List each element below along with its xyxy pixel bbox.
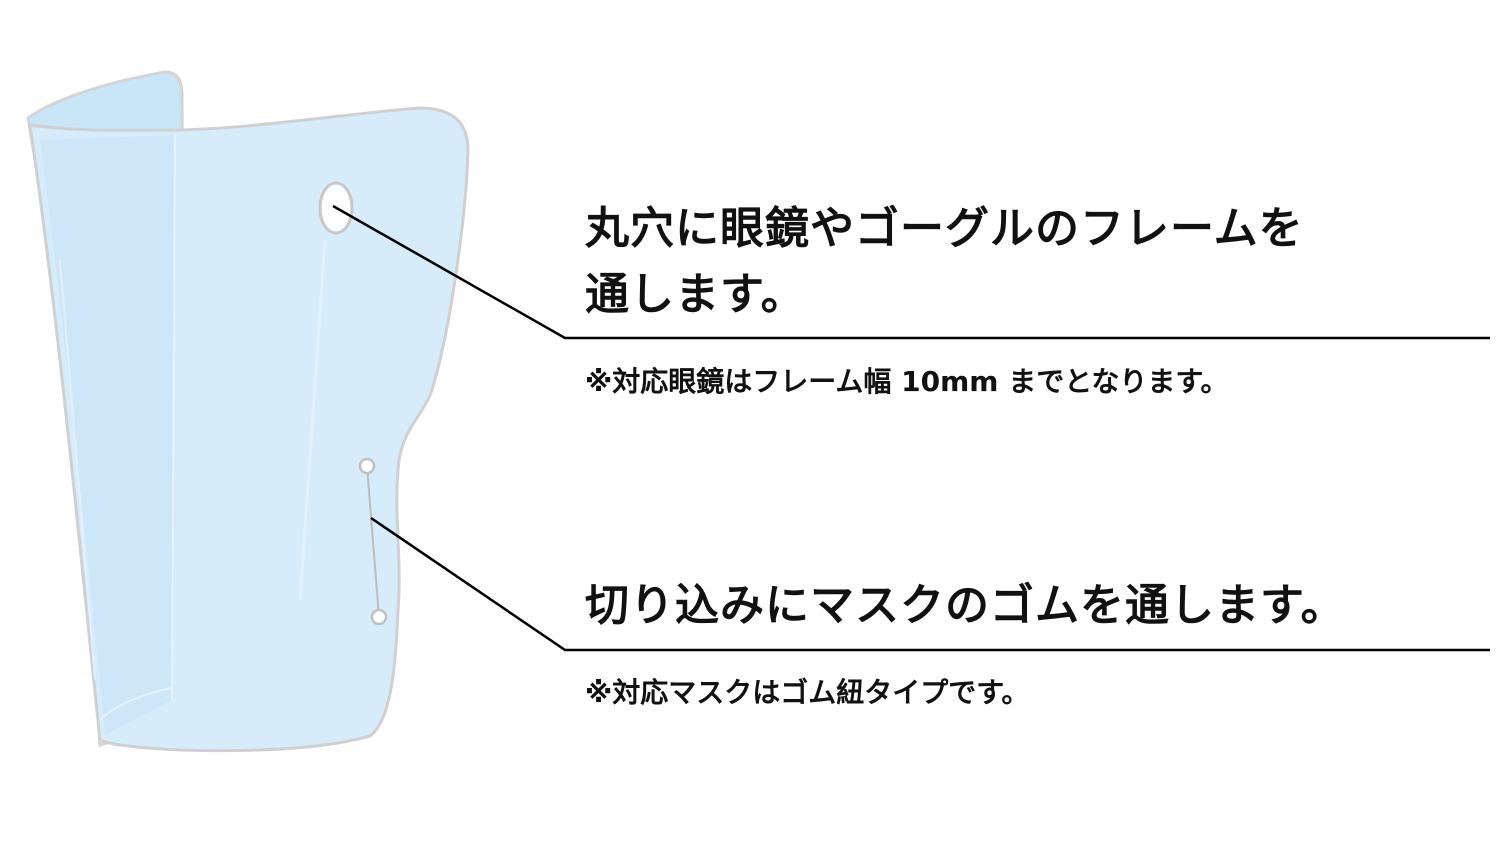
leader-line-hole bbox=[332, 204, 1490, 340]
highlight-stroke bbox=[298, 239, 327, 601]
shield-fold-shadow bbox=[40, 135, 175, 735]
fold-edge bbox=[171, 134, 176, 701]
callout-slit-note: ※対応マスクはゴム紐タイプです。 bbox=[585, 676, 1030, 709]
leader-line-slit bbox=[370, 516, 1490, 652]
mask-slit bbox=[366, 465, 380, 618]
slit-bottom-hole bbox=[370, 608, 388, 626]
callout-hole-headline: 丸穴に眼鏡やゴーグルのフレームを 通します。 bbox=[585, 196, 1465, 328]
highlight-stroke bbox=[59, 259, 96, 681]
slit-top-hole bbox=[358, 457, 376, 475]
callout-hole-note: ※対応眼鏡はフレーム幅 10mm までとなります。 bbox=[585, 365, 1229, 398]
callout-hole-headline-line2: 通します。 bbox=[585, 269, 806, 320]
callout-slit-headline: 切り込みにマスクのゴムを通します。 bbox=[585, 580, 1346, 631]
highlight-stroke bbox=[99, 687, 173, 721]
callout-hole-headline-line1: 丸穴に眼鏡やゴーグルのフレームを bbox=[585, 203, 1304, 254]
